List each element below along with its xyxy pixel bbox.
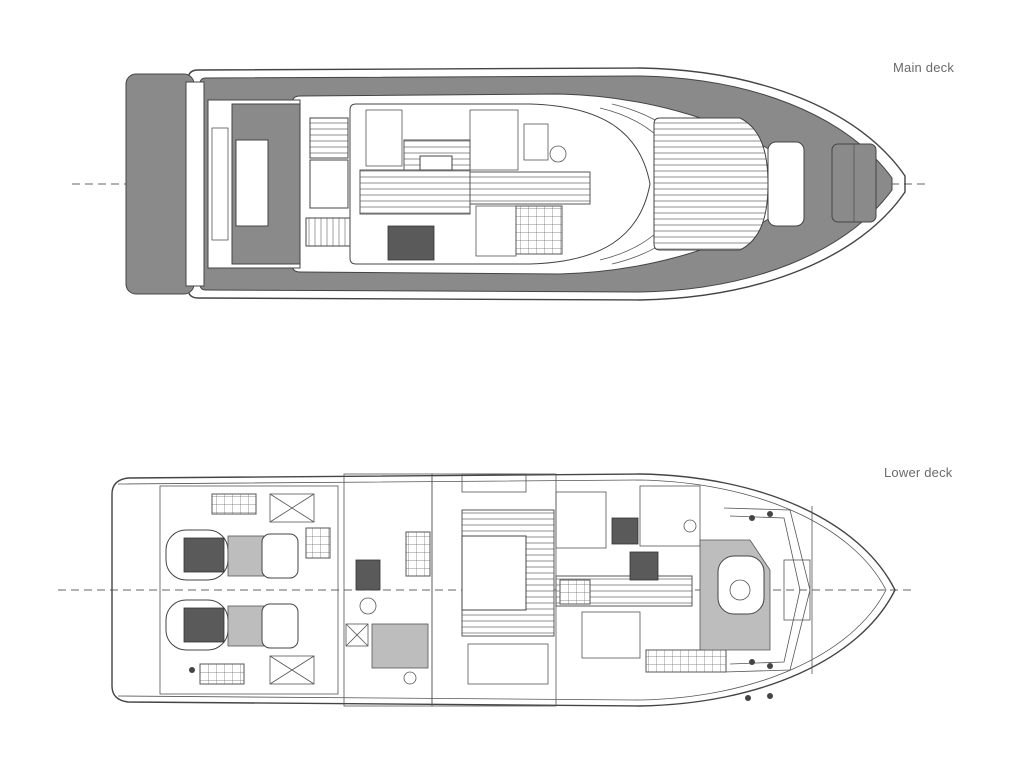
main-deck-label: Main deck bbox=[893, 60, 955, 75]
aft-bench bbox=[211, 127, 229, 241]
head-1-shower bbox=[611, 517, 639, 545]
battery-bank-top bbox=[211, 493, 257, 515]
head-2-sink bbox=[683, 519, 697, 533]
guest-locker bbox=[645, 649, 727, 673]
aft-cabinet bbox=[355, 559, 381, 591]
engine-control-panel bbox=[305, 527, 331, 559]
stair-landing bbox=[309, 159, 349, 209]
master-sofa bbox=[467, 643, 549, 685]
bow-cushion bbox=[767, 141, 805, 227]
stair-lower bbox=[305, 217, 351, 247]
tank-top bbox=[269, 493, 315, 523]
master-wardrobe bbox=[461, 473, 527, 493]
galley-floor bbox=[469, 171, 591, 205]
vip-bed bbox=[717, 555, 765, 615]
saloon-cabinet bbox=[387, 225, 435, 261]
port-engine bbox=[165, 529, 299, 581]
stair-upper bbox=[309, 117, 349, 159]
battery-bank-bottom bbox=[199, 663, 245, 685]
cockpit-table bbox=[235, 139, 269, 227]
saloon-table bbox=[419, 155, 453, 171]
lower-hull-outline bbox=[111, 473, 896, 707]
tank-bottom bbox=[269, 655, 315, 685]
master-bed bbox=[461, 535, 527, 611]
head-1 bbox=[555, 491, 607, 549]
foredeck-sunpad bbox=[653, 117, 769, 251]
aft-locker bbox=[405, 531, 431, 577]
corridor-cabinet bbox=[559, 579, 591, 605]
aft-sink bbox=[403, 671, 417, 685]
vip-bed-detail bbox=[729, 579, 751, 601]
forepeak-inner bbox=[729, 515, 801, 665]
lower-deck-plan bbox=[58, 473, 916, 707]
forepeak-locker bbox=[783, 559, 811, 621]
aft-bunk bbox=[371, 623, 429, 669]
lower-deck-label: Lower deck bbox=[884, 465, 953, 480]
saloon-floor-b bbox=[359, 169, 471, 215]
main-deck-plan bbox=[72, 67, 930, 301]
galley-counter bbox=[469, 109, 519, 171]
aft-toilet bbox=[359, 597, 377, 615]
head-2 bbox=[639, 485, 701, 547]
helm-wheel bbox=[549, 145, 567, 163]
dinette-grid bbox=[515, 205, 563, 255]
engine-room bbox=[159, 485, 339, 695]
lower-hull-inner bbox=[117, 479, 887, 701]
swim-platform bbox=[125, 73, 195, 295]
aft-storage bbox=[345, 623, 369, 647]
helm-seat bbox=[523, 123, 549, 161]
transom-step bbox=[185, 81, 205, 287]
portholes bbox=[189, 511, 773, 701]
head-2-shower bbox=[629, 551, 659, 581]
guest-cabin-bed bbox=[581, 611, 641, 659]
starboard-engine bbox=[165, 599, 299, 651]
saloon-sofa bbox=[365, 109, 403, 167]
